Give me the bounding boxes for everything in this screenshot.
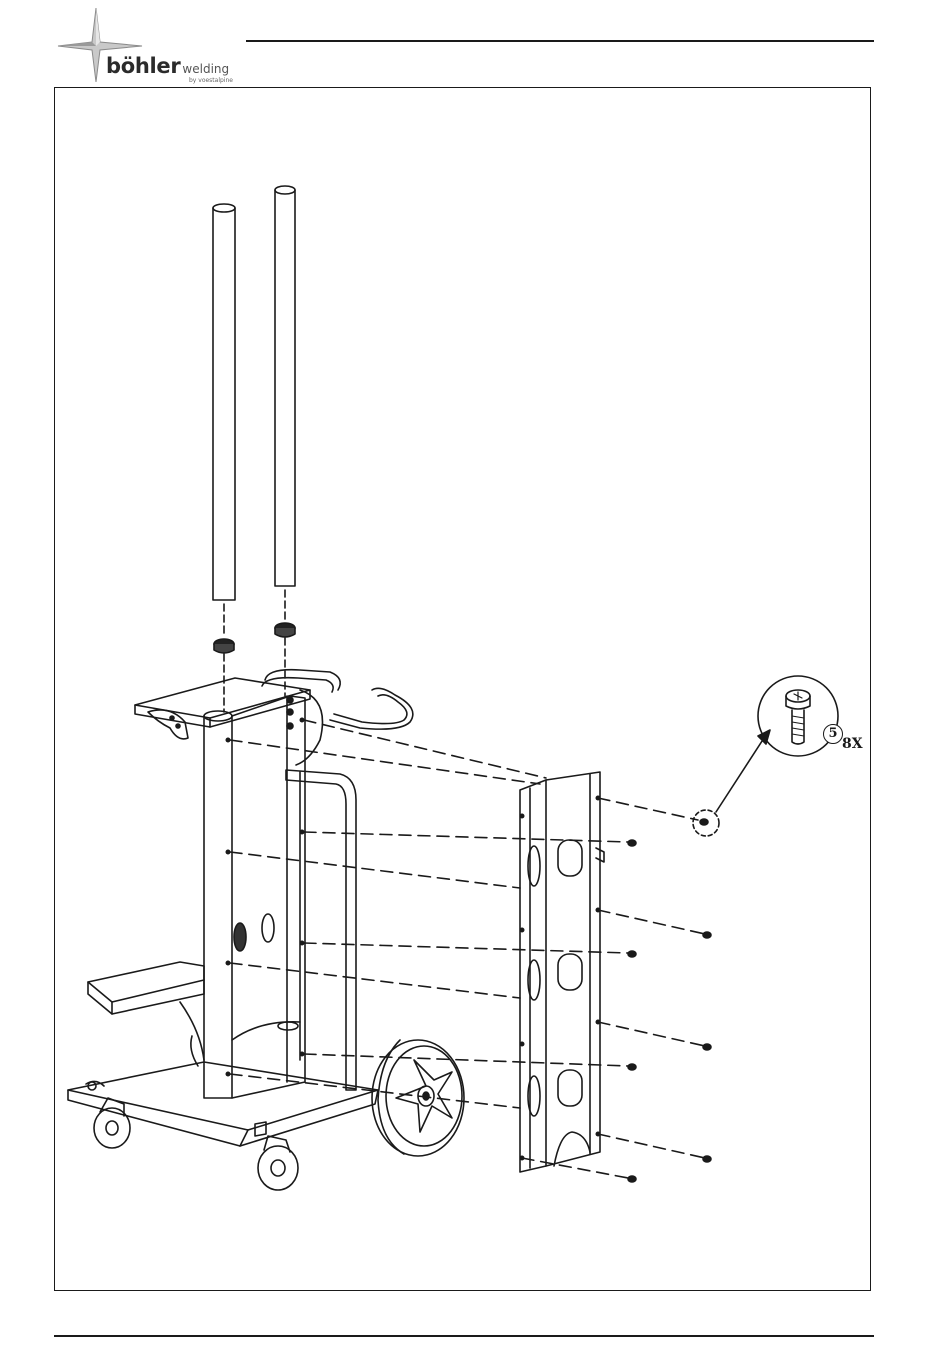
part-number-badge: 5	[823, 724, 843, 744]
part-quantity: 8X	[842, 736, 863, 752]
trolley-base	[68, 1062, 378, 1146]
side-panel	[520, 772, 604, 1172]
hose-hanger	[286, 770, 356, 1090]
screw-holes	[226, 718, 601, 1161]
screws	[628, 819, 711, 1182]
assembly-guide-lines	[230, 720, 705, 1178]
screw-detail-callout	[693, 676, 838, 836]
trolley-top-shelf	[135, 678, 310, 739]
trolley-main-column	[204, 696, 305, 1098]
upright-tubes	[213, 186, 295, 636]
front-casters	[94, 1098, 298, 1190]
trolley-side-shelf	[88, 962, 204, 1066]
